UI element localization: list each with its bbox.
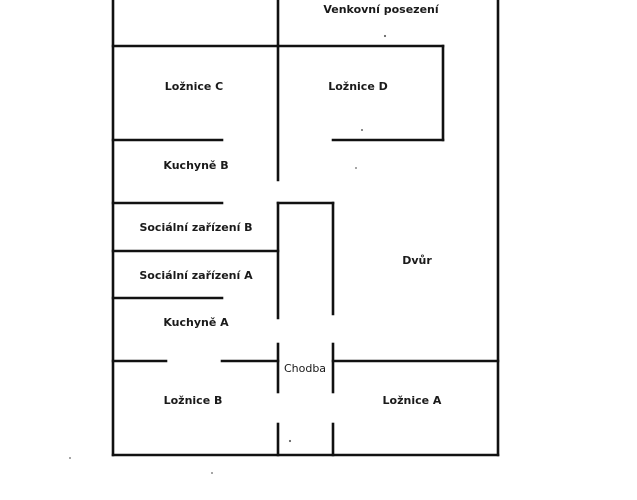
label-kuchyne-b: Kuchyně B	[163, 159, 228, 172]
speck	[69, 457, 71, 459]
room-labels: Venkovní posezení Ložnice C Ložnice D Ku…	[139, 3, 442, 407]
speck	[361, 129, 363, 131]
label-socialni-zarizeni-b: Sociální zařízení B	[139, 221, 252, 234]
speck	[355, 167, 357, 169]
label-chodba: Chodba	[284, 362, 326, 375]
label-loznice-a: Ložnice A	[383, 394, 442, 407]
label-loznice-d: Ložnice D	[328, 80, 388, 93]
label-dvur: Dvůr	[402, 254, 432, 267]
scan-specks	[69, 34, 387, 474]
walls	[111, 0, 500, 457]
speck	[383, 34, 387, 38]
speck	[288, 439, 292, 443]
label-loznice-c: Ložnice C	[165, 80, 223, 93]
label-kuchyne-a: Kuchyně A	[163, 316, 229, 329]
label-socialni-zarizeni-a: Sociální zařízení A	[139, 269, 253, 282]
label-loznice-b: Ložnice B	[164, 394, 223, 407]
speck	[211, 472, 213, 474]
label-venkovni-posezeni: Venkovní posezení	[323, 3, 440, 16]
